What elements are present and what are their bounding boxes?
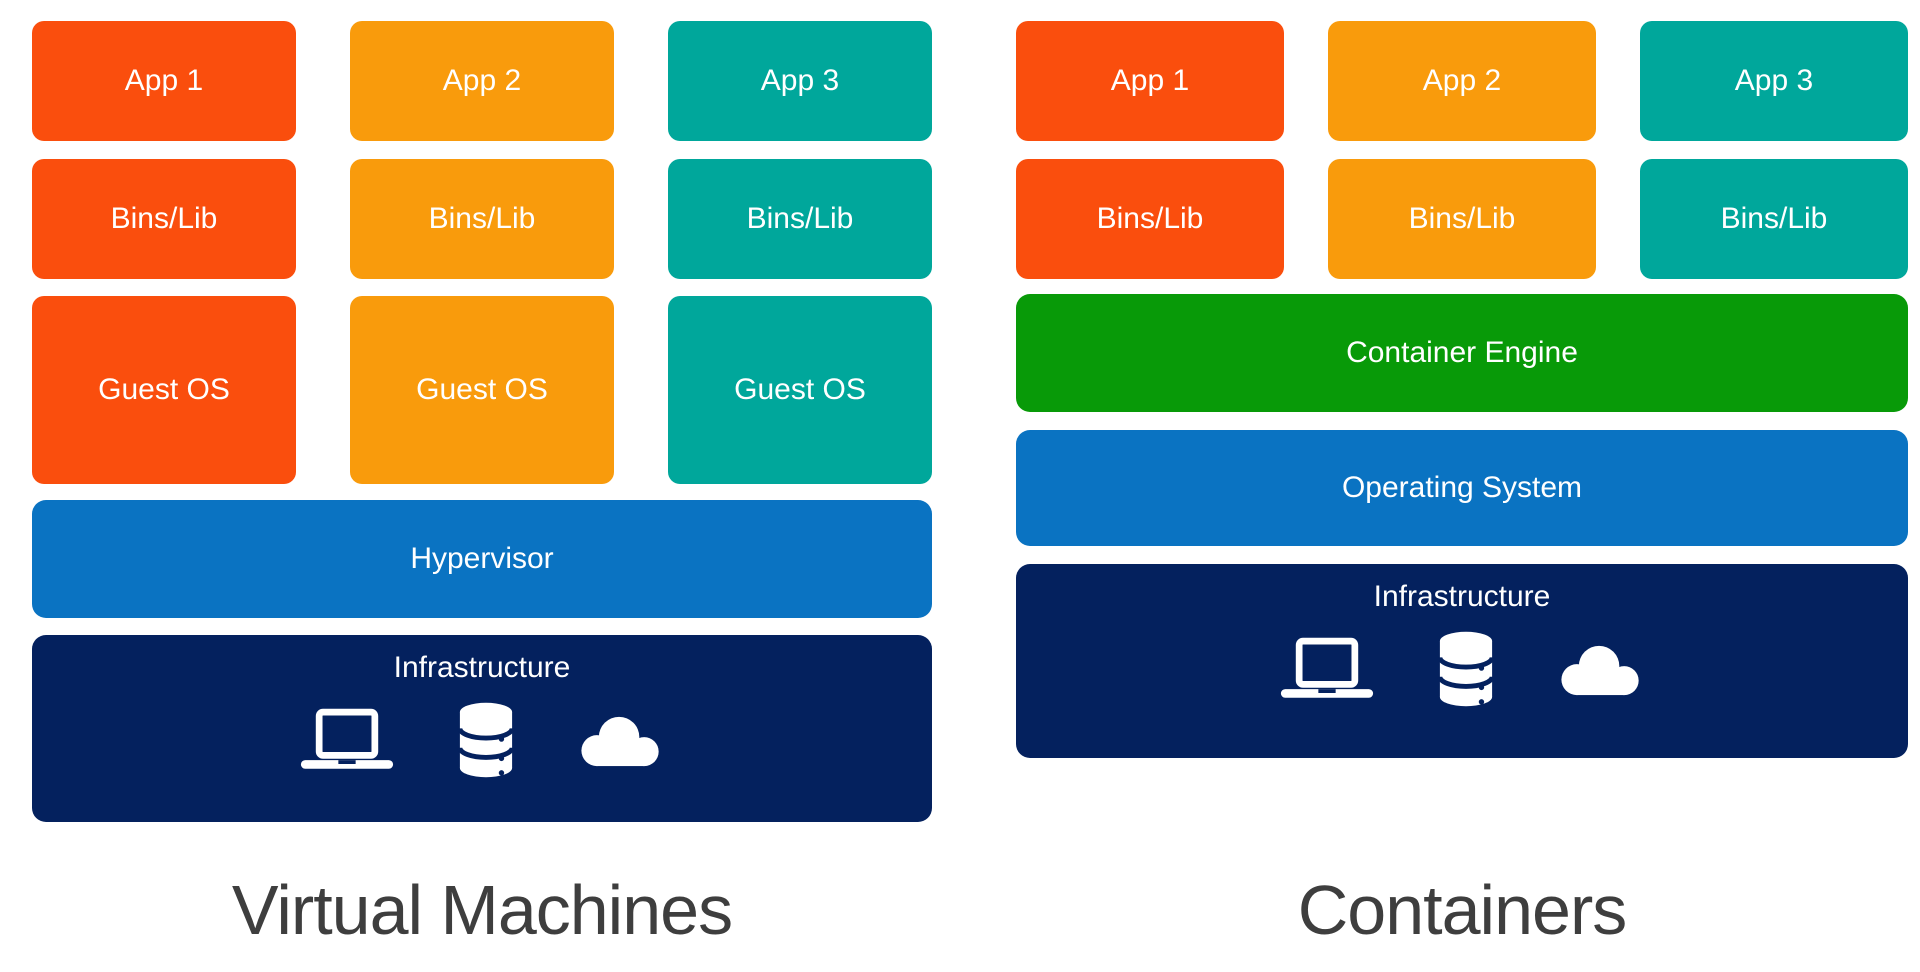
operating-system-label: Operating System xyxy=(1341,471,1583,504)
ct-infrastructure-bar: Infrastructure xyxy=(1016,564,1908,758)
ct-app-3-label: App 3 xyxy=(1734,64,1814,97)
ct-infrastructure-label: Infrastructure xyxy=(1373,580,1551,613)
operating-system-bar: Operating System xyxy=(1016,430,1908,546)
vm-bins-2-label: Bins/Lib xyxy=(428,202,536,235)
ct-bins-3-label: Bins/Lib xyxy=(1720,202,1828,235)
hypervisor-label: Hypervisor xyxy=(410,542,554,575)
cloud-icon xyxy=(581,716,659,767)
containers-title: Containers xyxy=(1297,871,1628,949)
ct-app-3-box: App 3 xyxy=(1640,21,1908,141)
container-engine-bar: Container Engine xyxy=(1016,294,1908,412)
vm-bins-1-box: Bins/Lib xyxy=(32,159,296,279)
vm-title: Virtual Machines xyxy=(231,871,733,949)
database-icon xyxy=(1437,631,1495,707)
container-engine-label: Container Engine xyxy=(1346,336,1578,369)
vm-guestos-1-box: Guest OS xyxy=(32,296,296,484)
ct-app-1-label: App 1 xyxy=(1110,64,1190,97)
vm-bins-2-box: Bins/Lib xyxy=(350,159,614,279)
ct-bins-3-box: Bins/Lib xyxy=(1640,159,1908,279)
vm-guestos-2-box: Guest OS xyxy=(350,296,614,484)
database-icon xyxy=(457,702,515,778)
vm-guestos-3-label: Guest OS xyxy=(734,373,866,406)
vm-bins-3-box: Bins/Lib xyxy=(668,159,932,279)
ct-app-1-box: App 1 xyxy=(1016,21,1284,141)
ct-infrastructure-icons xyxy=(1279,630,1645,708)
vm-app-2-label: App 2 xyxy=(442,64,522,97)
vm-infrastructure-icons xyxy=(299,701,665,779)
vm-guestos-3-box: Guest OS xyxy=(668,296,932,484)
ct-bins-1-box: Bins/Lib xyxy=(1016,159,1284,279)
ct-app-2-box: App 2 xyxy=(1328,21,1596,141)
laptop-icon xyxy=(1280,637,1374,698)
vm-app-1-label: App 1 xyxy=(124,64,204,97)
ct-bins-1-label: Bins/Lib xyxy=(1096,202,1204,235)
ct-bins-2-box: Bins/Lib xyxy=(1328,159,1596,279)
vm-infrastructure-bar: Infrastructure xyxy=(32,635,932,822)
cloud-icon xyxy=(1561,645,1639,696)
vm-app-3-box: App 3 xyxy=(668,21,932,141)
vm-guestos-2-label: Guest OS xyxy=(416,373,548,406)
vm-app-1-box: App 1 xyxy=(32,21,296,141)
vm-app-3-label: App 3 xyxy=(760,64,840,97)
ct-bins-2-label: Bins/Lib xyxy=(1408,202,1516,235)
vm-guestos-1-label: Guest OS xyxy=(98,373,230,406)
vm-app-2-box: App 2 xyxy=(350,21,614,141)
vm-infrastructure-label: Infrastructure xyxy=(393,651,571,684)
vm-bins-1-label: Bins/Lib xyxy=(110,202,218,235)
vm-bins-3-label: Bins/Lib xyxy=(746,202,854,235)
hypervisor-bar: Hypervisor xyxy=(32,500,932,618)
ct-app-2-label: App 2 xyxy=(1422,64,1502,97)
laptop-icon xyxy=(300,708,394,769)
